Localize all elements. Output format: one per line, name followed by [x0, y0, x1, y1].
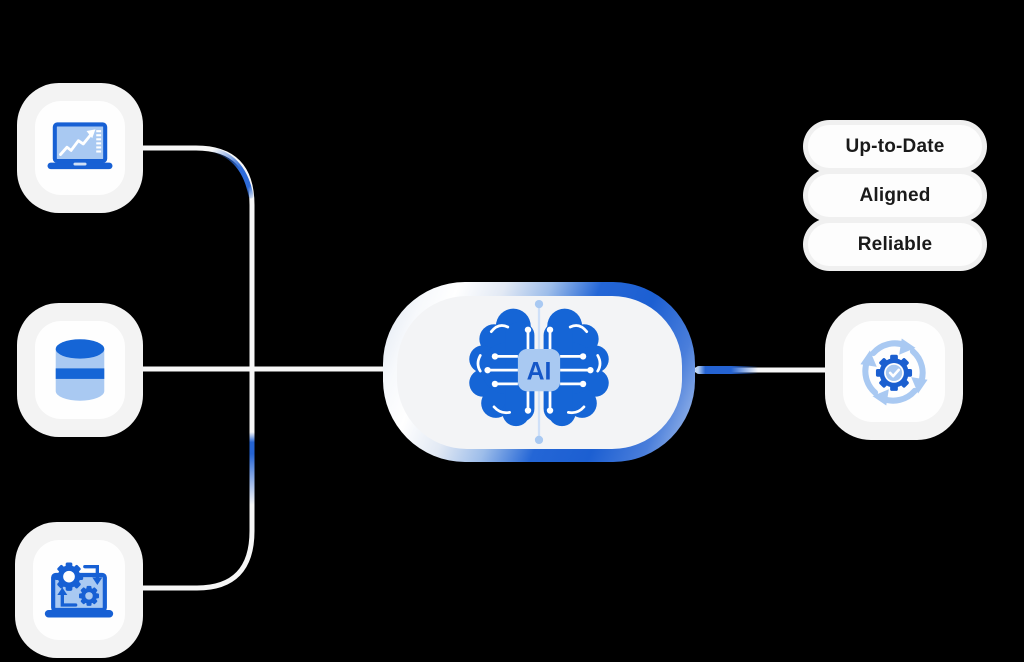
source-card-analytics-inner [35, 101, 125, 195]
badge-up-to-date-label: Up-to-Date [845, 135, 945, 157]
laptop-gears-icon [44, 562, 114, 618]
source-card-analytics [17, 83, 143, 213]
ai-chip-label: AI [527, 358, 552, 385]
connector-automation [140, 365, 255, 591]
source-card-database [17, 303, 143, 437]
database-icon [55, 339, 105, 401]
ai-chip [517, 349, 561, 392]
ai-core-node: AI [383, 282, 695, 462]
sync-gear-check-icon [851, 329, 937, 415]
benefit-badges: Up-to-Date Aligned Reliable [808, 125, 982, 266]
connector-highlight-top [210, 147, 254, 199]
ai-core-node-inner: AI [396, 295, 682, 449]
output-card-sync-inner [843, 321, 945, 422]
output-card-sync [825, 303, 963, 440]
badge-up-to-date: Up-to-Date [808, 125, 982, 168]
connector-analytics [140, 145, 255, 371]
laptop-analytics-icon [47, 122, 113, 170]
ai-brain-chip-icon: AI [469, 299, 609, 445]
badge-aligned: Aligned [808, 174, 982, 217]
check-icon [888, 368, 901, 377]
badge-aligned-label: Aligned [859, 184, 931, 206]
source-card-automation [15, 522, 143, 658]
check-gear [875, 354, 913, 391]
source-card-automation-inner [33, 540, 125, 640]
badge-reliable-label: Reliable [857, 233, 933, 255]
badge-reliable: Reliable [808, 223, 982, 266]
source-card-database-inner [35, 321, 125, 419]
